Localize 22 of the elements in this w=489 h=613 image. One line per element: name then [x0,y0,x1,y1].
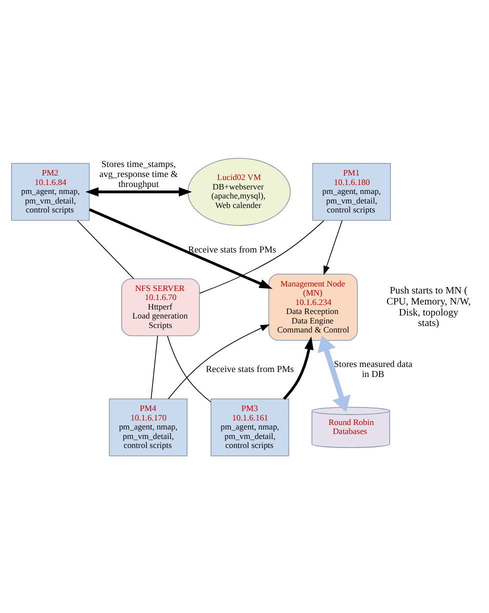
node-box: PM3 10.1.6.161 pm_agent, nmap, pm_vm_detail, control scripts [210,398,290,456]
connector [199,220,324,294]
edge-label: Stores time_stamps, avg_response time & throughput [99,158,178,188]
connector [76,220,134,279]
connector [150,334,158,399]
arrow [324,220,343,275]
arrow [168,324,270,399]
arrow [88,208,272,288]
edge-label: Receive stats from PMs [206,364,294,374]
arrow [317,335,351,412]
node-box: Management Node (MN) 10.1.6.234 Data Reception Data Engine Command & Control [268,273,358,340]
node-box: PM4 10.1.6.170 pm_agent, nmap, pm_vm_detail, control scripts [108,398,188,456]
connector [167,335,212,402]
edge-label: Receive stats from PMs [188,244,276,254]
node-box: NFS SERVER 10.1.6.70 Httperf Load generation Scripts [121,278,200,336]
arrow [85,186,192,196]
edge-label: Stores measured data in DB [334,358,412,379]
node-box: PM1 10.1.6.180 pm_agent, nmap, pm_vm_detail, control scripts [312,162,391,220]
node-box: PM2 10.1.6.84 pm_agent, nmap, pm_vm_detail, control scripts [11,162,90,220]
node-ellipse: Lucid02 VM DB+webserver (apache,mysql), Web calender [188,157,291,226]
arrow [283,336,314,400]
label: Push starts to MN ( CPU, Memory, N/W, Disk, topology stats) [386,285,471,329]
